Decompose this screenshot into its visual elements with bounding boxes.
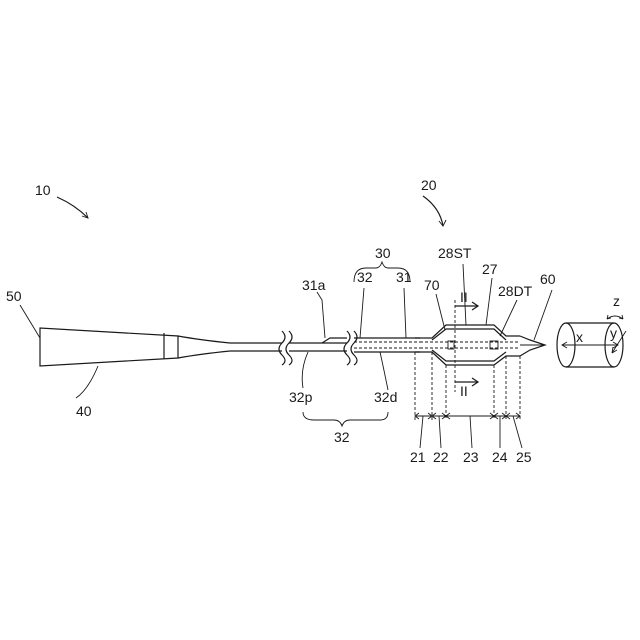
label-70: 70 [424,277,440,293]
label-27: 27 [482,261,498,277]
label-22: 22 [433,449,449,465]
section-line-II [455,300,478,392]
label-50: 50 [6,288,22,304]
label-II-bottom: II [460,383,468,399]
proximal-shaft [279,331,357,365]
hub-connector [40,328,282,366]
reference-labels: 10 20 30 32 31 31a 28ST 27 28DT 60 70 II… [6,177,620,465]
label-x: x [576,329,583,345]
label-31a: 31a [302,277,326,293]
label-z: z [613,293,620,309]
label-y: y [610,325,617,341]
label-25: 25 [516,449,532,465]
label-32-top: 32 [357,269,373,285]
label-10: 10 [35,182,51,198]
label-28DT: 28DT [498,283,533,299]
label-32-bottom: 32 [334,429,350,445]
balloon-assembly [415,325,545,365]
label-28ST: 28ST [438,245,472,261]
label-31: 31 [396,269,412,285]
leader-lines [20,196,552,426]
label-23: 23 [463,449,479,465]
label-30: 30 [375,245,391,261]
label-32d: 32d [374,389,397,405]
label-60: 60 [540,271,556,287]
label-20: 20 [421,177,437,193]
distal-shaft [354,338,420,352]
label-24: 24 [492,449,508,465]
label-32p: 32p [289,389,313,405]
region-dimensions [415,352,522,448]
label-40: 40 [76,403,92,419]
label-II-top: II [460,289,468,305]
label-21: 21 [410,449,426,465]
